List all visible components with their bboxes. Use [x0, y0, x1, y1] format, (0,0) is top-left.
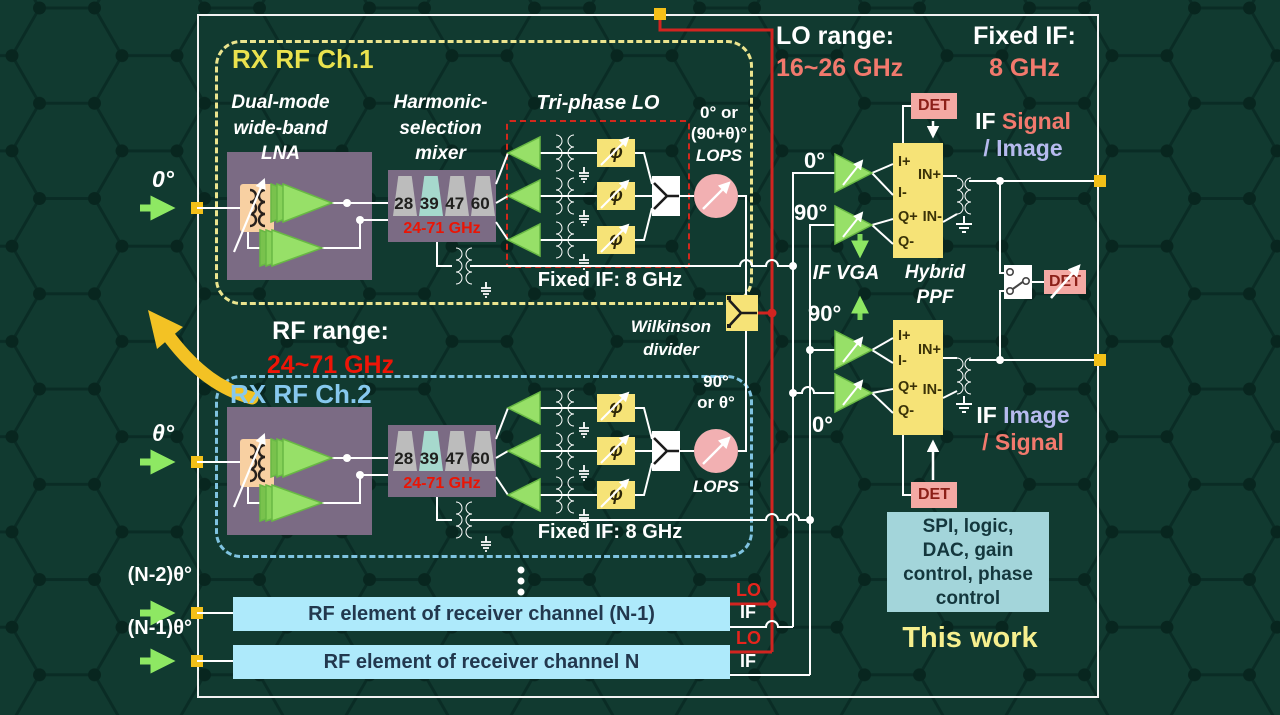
amp-label-0-bottom: 0° — [812, 412, 834, 437]
signal-word: Signal — [1001, 108, 1071, 134]
if-output-port-top — [1094, 175, 1106, 187]
band-range-ch2: 24-71 GHz — [403, 475, 481, 492]
if-vga-label: IF VGA — [812, 262, 880, 284]
lops1-line1: 0° or — [700, 103, 738, 122]
fixed-if-header-label: Fixed IF: — [973, 22, 1076, 50]
rx-rf-ch1-box — [215, 40, 753, 305]
detector-bottom: DET — [911, 482, 957, 508]
signal-wires — [197, 105, 1094, 676]
switch-icon — [1004, 265, 1032, 299]
image-word: / Image — [983, 135, 1063, 161]
if-prefix: IF — [975, 108, 1002, 134]
lops2-name: LOPS — [692, 477, 740, 496]
lops1-label: 0° or (90+θ)° LOPS — [676, 102, 762, 166]
tri-phase-lo-label: Tri-phase LO — [536, 92, 660, 114]
if-prefix: IF — [976, 402, 1004, 428]
lops2-label: 90° or θ° — [668, 371, 764, 414]
lo-range-value: 16~26 GHz — [776, 54, 904, 82]
junction-dots — [343, 177, 1004, 596]
if-output-bottom-label: IF Image / Signal — [948, 402, 1098, 456]
hybrid-ppf-bottom: I+ I- Q+ Q- IN+ IN- — [893, 320, 943, 435]
input-arrow-icons — [140, 195, 176, 674]
rx-rf-ch2-box — [215, 375, 753, 558]
phase-shifter-arrow-icons — [600, 136, 630, 508]
rf-range-value: 24~71 GHz — [266, 351, 395, 379]
input-label-chn: (N-1)θ° — [127, 617, 192, 639]
ppf-port-in-plus: IN+ — [918, 342, 941, 358]
detector-top: DET — [911, 93, 957, 119]
ch2-title: RX RF Ch.2 — [230, 379, 372, 409]
input-label-chn1: (N-2)θ° — [127, 564, 192, 586]
if-stub-label-n: IF — [740, 651, 756, 671]
lops2-line2: or θ° — [697, 393, 735, 413]
lna-label: Dual-mode wide-band LNA — [231, 92, 330, 165]
amp-label-90-top: 90° — [794, 200, 828, 225]
lops-icons — [694, 174, 738, 473]
if-output-port-bottom — [1094, 354, 1106, 366]
band-range-ch1: 24-71 GHz — [403, 220, 481, 237]
lo-stub-label-n: LO — [736, 628, 761, 648]
lo-range-label: LO range: — [776, 22, 895, 50]
lops1-line2: (90+θ)° — [690, 124, 748, 144]
lo-splitter-icons — [652, 176, 757, 471]
amp-label-0-top: 0° — [804, 148, 826, 173]
hybrid-ppf-label: Hybrid PPF — [904, 262, 966, 308]
amp-label-90-bottom: 90° — [808, 301, 842, 326]
ppf-port-q-plus: Q+ — [898, 209, 918, 225]
ppf-port-q-minus: Q- — [898, 403, 915, 419]
fixed-if-ch2-label: Fixed IF: 8 GHz — [537, 521, 683, 543]
ppf-port-i-minus: I- — [898, 185, 907, 201]
signal-word: / Signal — [982, 429, 1064, 455]
image-word: Image — [1003, 402, 1070, 428]
lo-input-port — [654, 8, 666, 20]
wilkinson-label: Wilkinson divider — [630, 317, 712, 359]
input-label-ch2: θ° — [152, 420, 175, 446]
fixed-if-ch1-label: Fixed IF: 8 GHz — [537, 269, 683, 291]
rf-range-label: RF range: — [272, 317, 389, 345]
ppf-port-in-minus: IN- — [922, 382, 942, 398]
mixer-label: Harmonic- selection mixer — [393, 92, 488, 165]
lops2-line1: 90° — [703, 372, 729, 391]
lo-stub-label-n1: LO — [736, 580, 761, 600]
ppf-port-q-minus: Q- — [898, 234, 915, 250]
spi-control-box: SPI, logic, DAC, gain control, phase con… — [887, 512, 1049, 612]
lops1-line3: LOPS — [695, 145, 743, 165]
hybrid-ppf-top: I+ I- Q+ Q- IN+ IN- — [893, 143, 943, 258]
tuning-arrow-icons — [232, 177, 266, 508]
vga-gain-arrow-icons — [842, 159, 864, 406]
highlight-arrow-icon — [148, 310, 259, 405]
ppf-port-q-plus: Q+ — [898, 379, 918, 395]
if-stub-label-n1: IF — [740, 602, 756, 622]
ppf-port-in-minus: IN- — [922, 209, 942, 225]
this-work-label: This work — [902, 622, 1038, 654]
input-label-ch1: 0° — [152, 166, 174, 192]
rf-element-channel-n: RF element of receiver channel N — [233, 645, 730, 679]
lo-distribution-net — [658, 20, 774, 654]
if-output-top-label: IF Signal / Image — [948, 108, 1098, 162]
ppf-port-i-plus: I+ — [898, 154, 911, 170]
rf-element-channel-n1: RF element of receiver channel (N-1) — [233, 597, 730, 631]
ppf-port-i-plus: I+ — [898, 328, 911, 344]
detector-arrow-icons — [926, 121, 1081, 480]
fixed-if-header-value: 8 GHz — [989, 54, 1060, 82]
ch1-title: RX RF Ch.1 — [232, 44, 374, 74]
ppf-port-in-plus: IN+ — [918, 167, 941, 183]
ppf-port-i-minus: I- — [898, 353, 907, 369]
